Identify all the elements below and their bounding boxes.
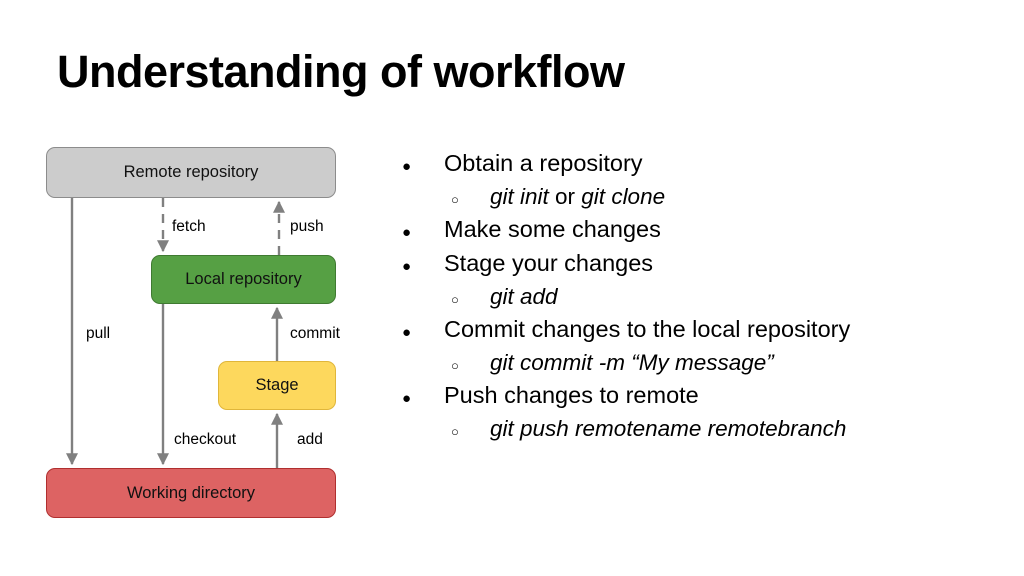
bullet-disc-icon: ●	[402, 158, 412, 175]
node-stage[interactable]: Stage	[218, 361, 336, 410]
node-remote-repository[interactable]: Remote repository	[46, 147, 336, 198]
edge-label-checkout: checkout	[174, 431, 237, 448]
list-item-label: Make some changes	[444, 216, 661, 242]
node-working-directory[interactable]: Working directory	[46, 468, 336, 518]
bullet-disc-icon: ●	[402, 258, 412, 275]
bullet-disc-icon: ●	[402, 224, 412, 241]
list-item-label: Obtain a repository	[444, 150, 643, 176]
git-workflow-diagram: Remote repository Local repository Stage…	[0, 0, 400, 576]
edge-label-add: add	[297, 431, 323, 448]
diagram-connectors	[66, 198, 285, 468]
bullet-disc-icon: ●	[402, 324, 412, 341]
workflow-steps-list: ● Obtain a repository ○ git init or git clo…	[402, 150, 1002, 450]
edge-label-commit: commit	[290, 325, 340, 342]
bullet-circle-icon: ○	[451, 192, 459, 207]
bullet-circle-icon: ○	[451, 424, 459, 439]
bullet-circle-icon: ○	[451, 358, 459, 373]
list-item: ● Push changes to remote	[402, 382, 1002, 418]
list-item: ● Commit changes to the local repository	[402, 316, 1002, 352]
list-item: ○ git push remotename remotebranch	[451, 416, 1002, 450]
list-item: ○ git init or git clone	[451, 184, 1002, 218]
list-item-label: Stage your changes	[444, 250, 654, 276]
edge-label-push: push	[290, 218, 324, 235]
list-item-label: git init or git clone	[490, 184, 666, 209]
list-item: ● Obtain a repository	[402, 150, 1002, 186]
list-item-label: Push changes to remote	[444, 382, 699, 408]
list-item: ○ git add	[451, 284, 1002, 318]
list-item: ● Make some changes	[402, 216, 1002, 252]
bullet-disc-icon: ●	[402, 390, 412, 407]
bullet-circle-icon: ○	[451, 292, 459, 307]
edge-label-pull: pull	[86, 325, 111, 342]
list-item: ● Stage your changes	[402, 250, 1002, 286]
page-title: Understanding of workflow	[57, 46, 625, 97]
list-item-label: Commit changes to the local repository	[444, 316, 851, 342]
edge-label-fetch: fetch	[172, 218, 206, 235]
list-item-label: git push remotename remotebranch	[490, 416, 847, 441]
node-local-repository[interactable]: Local repository	[151, 255, 336, 304]
list-item: ○ git commit -m “My message”	[451, 350, 1002, 384]
list-item-label: git add	[490, 284, 558, 309]
list-item-label: git commit -m “My message”	[490, 350, 774, 375]
